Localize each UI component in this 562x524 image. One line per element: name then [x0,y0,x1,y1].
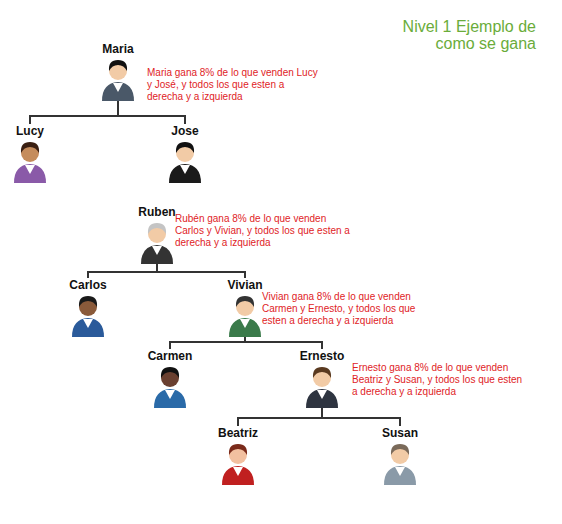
person-name: Maria [102,42,133,56]
person-icon [98,56,138,101]
person-icon [137,219,177,264]
person-icon [225,292,265,337]
person-icon [302,363,342,408]
diagram-title: Nivel 1 Ejemplo de como se gana [386,18,536,52]
commission-note: Rubén gana 8% de lo que venden Carlos y … [175,213,350,249]
person-node: Ernesto [292,349,352,408]
person-name: Carmen [148,349,193,363]
person-name: Ruben [138,205,175,219]
person-icon [10,138,50,183]
commission-note: Ernesto gana 8% de lo que venden Beatriz… [352,362,527,398]
person-name: Jose [171,124,198,138]
person-name: Beatriz [218,426,258,440]
tree-connector [170,337,245,349]
person-name: Ernesto [300,349,345,363]
tree-connector [157,264,245,278]
tree-connector [88,264,157,278]
tree-connector [238,408,322,426]
person-name: Carlos [69,278,106,292]
tree-connector [245,337,322,349]
person-node: Carmen [140,349,200,408]
person-icon [150,363,190,408]
person-icon [218,440,258,485]
person-name: Vivian [227,278,262,292]
tree-connector [30,101,118,124]
person-icon [380,440,420,485]
person-name: Susan [382,426,418,440]
tree-connector [118,101,185,124]
person-node: Ruben [127,205,187,264]
person-icon [165,138,205,183]
tree-connector [322,408,400,426]
person-icon [68,292,108,337]
person-node: Susan [370,426,430,485]
person-name: Lucy [16,124,44,138]
person-node: Jose [155,124,215,183]
person-node: Maria [88,42,148,101]
person-node: Carlos [58,278,118,337]
commission-note: Vivian gana 8% de lo que venden Carmen y… [262,291,437,327]
person-node: Vivian [215,278,275,337]
person-node: Beatriz [208,426,268,485]
commission-note: Maria gana 8% de lo que venden Lucy y Jo… [147,67,322,103]
person-node: Lucy [0,124,60,183]
